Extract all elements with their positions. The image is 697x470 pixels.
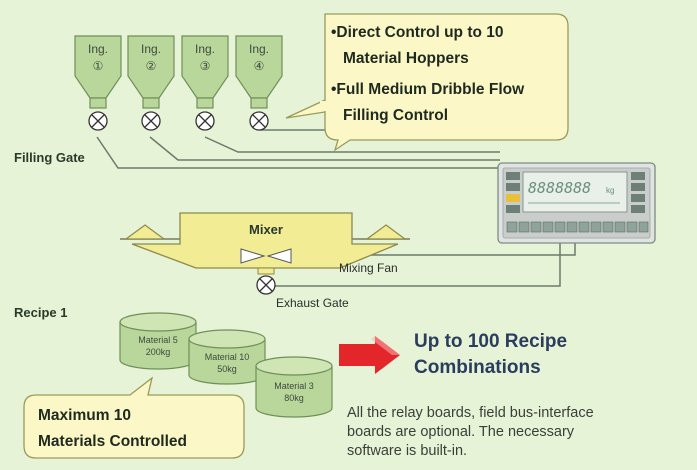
note-line-1: All the relay boards, field bus-interfac… bbox=[347, 405, 594, 421]
indicator-display-value: 8888888 bbox=[528, 179, 591, 197]
material-3-tank: Material 3 80kg bbox=[255, 356, 333, 418]
material-3-name: Material 3 bbox=[274, 381, 314, 391]
material-5-tank: Material 5 200kg bbox=[119, 312, 197, 370]
valve-1-icon bbox=[88, 111, 108, 131]
exhaust-gate-label: Exhaust Gate bbox=[276, 296, 349, 310]
material-5-name: Material 5 bbox=[138, 335, 178, 345]
load-cell-right bbox=[365, 224, 407, 240]
hopper-4-label: Ing. bbox=[249, 42, 269, 56]
valve-2-icon bbox=[141, 111, 161, 131]
feature-callout-line-4: Filling Control bbox=[343, 107, 448, 124]
recipe-title-line-1: Up to 100 Recipe bbox=[414, 331, 567, 352]
mixer-label: Mixer bbox=[249, 222, 283, 237]
right-arrow-icon bbox=[339, 336, 400, 374]
exhaust-valve-icon bbox=[256, 275, 276, 295]
indicator-left-keys bbox=[506, 172, 520, 213]
indicator-keypad bbox=[506, 221, 649, 233]
materials-callout: Maximum 10 Materials Controlled bbox=[23, 376, 245, 459]
hopper-1: Ing. ① bbox=[74, 35, 122, 131]
hopper-2-label: Ing. bbox=[141, 42, 161, 56]
materials-callout-line-1: Maximum 10 bbox=[38, 407, 131, 424]
material-5-weight: 200kg bbox=[146, 347, 171, 357]
load-cell-left bbox=[124, 224, 166, 240]
hopper-3-number: ③ bbox=[200, 59, 211, 73]
note-line-2: boards are optional. The necessary bbox=[347, 424, 575, 440]
valve-4-icon bbox=[249, 111, 269, 131]
hopper-4-number: ④ bbox=[254, 59, 265, 73]
indicator-lcd-screen bbox=[522, 171, 628, 213]
filling-gate-label: Filling Gate bbox=[14, 150, 85, 165]
feature-callout-line-1: •Direct Control up to 10 bbox=[331, 24, 504, 41]
material-3-weight: 80kg bbox=[284, 393, 304, 403]
hopper-2-number: ② bbox=[146, 59, 157, 73]
feature-callout-line-3: •Full Medium Dribble Flow bbox=[331, 81, 525, 98]
hopper-4: Ing. ④ bbox=[235, 35, 283, 131]
hopper-2: Ing. ② bbox=[127, 35, 175, 131]
recipe-label: Recipe 1 bbox=[14, 305, 67, 320]
hopper-1-number: ① bbox=[93, 59, 104, 73]
hopper-1-label: Ing. bbox=[88, 42, 108, 56]
material-10-name: Material 10 bbox=[205, 352, 250, 362]
hopper-3: Ing. ③ bbox=[181, 35, 229, 131]
material-10-tank: Material 10 50kg bbox=[188, 329, 266, 385]
feature-callout-line-2: Material Hoppers bbox=[343, 50, 469, 67]
indicator-right-keys bbox=[631, 172, 645, 213]
feature-callout: •Direct Control up to 10 Material Hopper… bbox=[285, 13, 569, 152]
mixing-fan-label: Mixing Fan bbox=[339, 261, 398, 275]
recipe-title-line-2: Combinations bbox=[414, 357, 541, 378]
material-10-weight: 50kg bbox=[217, 364, 237, 374]
signal-wires bbox=[96, 129, 576, 287]
note-line-3: software is built-in. bbox=[347, 443, 467, 459]
hopper-3-label: Ing. bbox=[195, 42, 215, 56]
weighing-indicator: 8888888 kg bbox=[497, 162, 656, 244]
mixing-fan-icon bbox=[240, 248, 292, 264]
mixer: Mixer bbox=[120, 212, 410, 275]
valve-3-icon bbox=[195, 111, 215, 131]
materials-callout-line-2: Materials Controlled bbox=[38, 433, 187, 450]
indicator-display-unit: kg bbox=[606, 186, 614, 195]
